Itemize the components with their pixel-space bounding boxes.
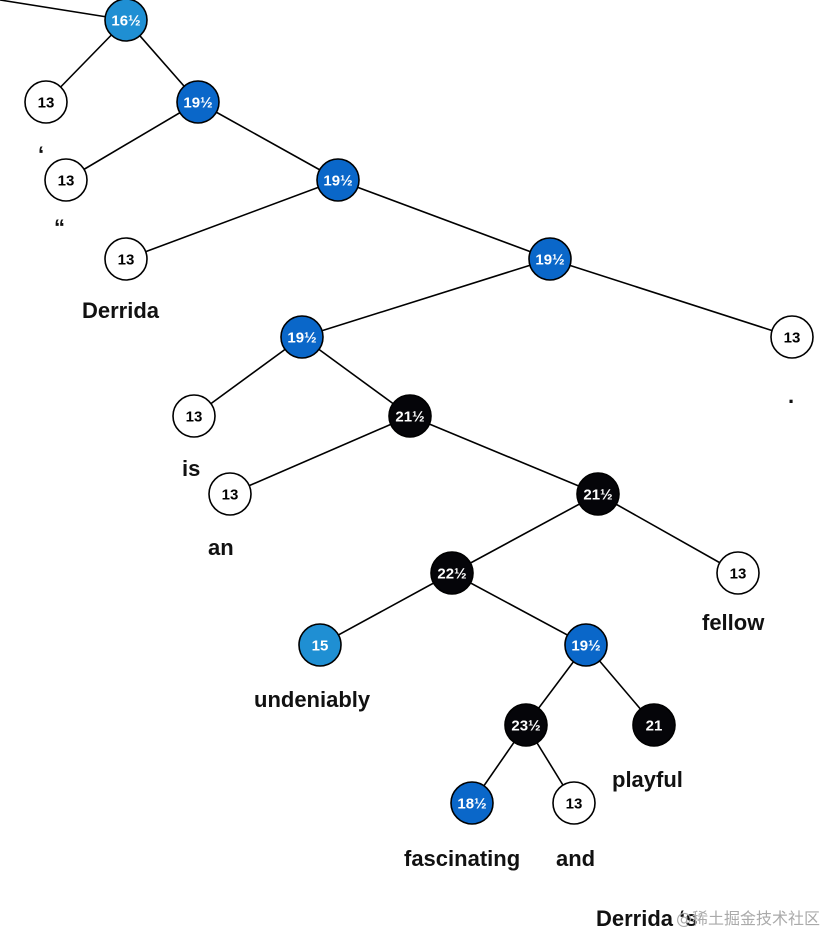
tree-node-label: 13 <box>784 330 801 347</box>
watermark-text: @稀土掘金技术社区 <box>676 909 820 928</box>
tree-node-n10: 13 <box>172 394 216 438</box>
word-label-fascinating: fascinating <box>404 846 520 871</box>
tree-node-circle <box>450 781 494 825</box>
tree-node-n7: 19½ <box>528 237 572 281</box>
tree-node-n13: 21½ <box>576 472 620 516</box>
tree-node-n19: 21 <box>632 703 676 747</box>
word-label-an: an <box>208 535 234 560</box>
tree-nodes: 16½ 13 19½ 13 19½ 13 19½ 19½ 13 13 21½ 13 21½ 22½ 13 15… <box>24 0 814 825</box>
tree-edge-n3-n5 <box>197 101 339 181</box>
word-label-and: and <box>556 846 595 871</box>
tree-node-circle <box>298 623 342 667</box>
word-label-quote-single: ‘ <box>38 142 44 167</box>
tree-node-n20: 18½ <box>450 781 494 825</box>
tree-node-n8: 19½ <box>280 315 324 359</box>
tree-edge-n7-n8 <box>301 258 551 338</box>
tree-edge-n8-n10 <box>193 336 303 417</box>
tree-node-circle <box>576 472 620 516</box>
tree-node-label: 22½ <box>437 566 466 583</box>
tree-node-n2: 13 <box>24 80 68 124</box>
tree-node-n11: 21½ <box>388 394 432 438</box>
tree-node-circle <box>104 0 148 42</box>
tree-edge-n3-n4 <box>65 101 199 181</box>
tree-node-n1: 16½ <box>104 0 148 42</box>
tree-edge-n14-n16 <box>319 572 453 646</box>
tree-node-circle <box>24 80 68 124</box>
tree-node-label: 13 <box>118 252 135 269</box>
tree-node-label: 13 <box>222 487 239 504</box>
tree-node-label: 13 <box>186 409 203 426</box>
tree-node-circle <box>208 472 252 516</box>
tree-node-n6: 13 <box>104 237 148 281</box>
tree-node-circle <box>104 237 148 281</box>
tree-edge-n13-n14 <box>451 493 599 574</box>
tree-node-label: 19½ <box>287 330 316 347</box>
tree-edge-n13-n15 <box>597 493 739 574</box>
tree-node-label: 19½ <box>571 638 600 655</box>
tree-node-circle <box>552 781 596 825</box>
tree-node-label: 21½ <box>395 409 424 426</box>
word-label-playful: playful <box>612 767 683 792</box>
tree-node-circle <box>430 551 474 595</box>
tree-node-circle <box>172 394 216 438</box>
tree-edges <box>0 0 793 804</box>
tree-node-n5: 19½ <box>316 158 360 202</box>
tree-edge-n11-n12 <box>229 415 411 495</box>
tree-words: ‘ “ Derrida. is an fellow undeniably playful fas… <box>38 142 794 931</box>
tree-node-n16: 15 <box>298 623 342 667</box>
tree-node-n9: 13 <box>770 315 814 359</box>
tree-node-label: 19½ <box>183 95 212 112</box>
tree-node-circle <box>388 394 432 438</box>
tree-edge-n7-n9 <box>549 258 793 338</box>
word-label-derridas: Derrida ‘s <box>596 906 698 931</box>
tree-node-n4: 13 <box>44 158 88 202</box>
tree-node-label: 13 <box>730 566 747 583</box>
tree-node-n12: 13 <box>208 472 252 516</box>
tree-node-circle <box>280 315 324 359</box>
tree-node-n3: 19½ <box>176 80 220 124</box>
word-label-quote-double: “ <box>54 215 65 240</box>
tree-node-n21: 13 <box>552 781 596 825</box>
tree-node-n14: 22½ <box>430 551 474 595</box>
tree-node-label: 21½ <box>583 487 612 504</box>
tree-node-label: 18½ <box>457 796 486 813</box>
tree-edge-n14-n17 <box>451 572 587 646</box>
tree-edge-n5-n7 <box>337 179 551 260</box>
tree-edge-n11-n13 <box>409 415 599 495</box>
tree-node-circle <box>770 315 814 359</box>
tree-node-circle <box>176 80 220 124</box>
tree-node-label: 21 <box>646 718 663 735</box>
word-label-fellow: fellow <box>702 610 765 635</box>
tree-node-label: 13 <box>58 173 75 190</box>
tree-node-circle <box>716 551 760 595</box>
tree-node-circle <box>632 703 676 747</box>
tree-node-label: 15 <box>312 638 329 655</box>
tree-edge-n8-n11 <box>301 336 411 417</box>
tree-node-label: 23½ <box>511 718 540 735</box>
tree-node-n15: 13 <box>716 551 760 595</box>
word-label-period: . <box>788 383 794 408</box>
tree-node-circle <box>564 623 608 667</box>
tree-node-label: 19½ <box>535 252 564 269</box>
tree-node-n17: 19½ <box>564 623 608 667</box>
word-label-undeniably: undeniably <box>254 687 371 712</box>
tree-node-label: 16½ <box>111 13 140 30</box>
tree-node-n18: 23½ <box>504 703 548 747</box>
tree-node-label: 13 <box>38 95 55 112</box>
tree-node-circle <box>528 237 572 281</box>
tree-edge-n5-n6 <box>125 179 339 260</box>
tree-node-label: 19½ <box>323 173 352 190</box>
tree-node-circle <box>504 703 548 747</box>
tree-node-circle <box>44 158 88 202</box>
tree-node-circle <box>316 158 360 202</box>
word-label-derrida: Derrida <box>82 298 160 323</box>
tree-node-label: 13 <box>566 796 583 813</box>
word-label-is: is <box>182 456 200 481</box>
